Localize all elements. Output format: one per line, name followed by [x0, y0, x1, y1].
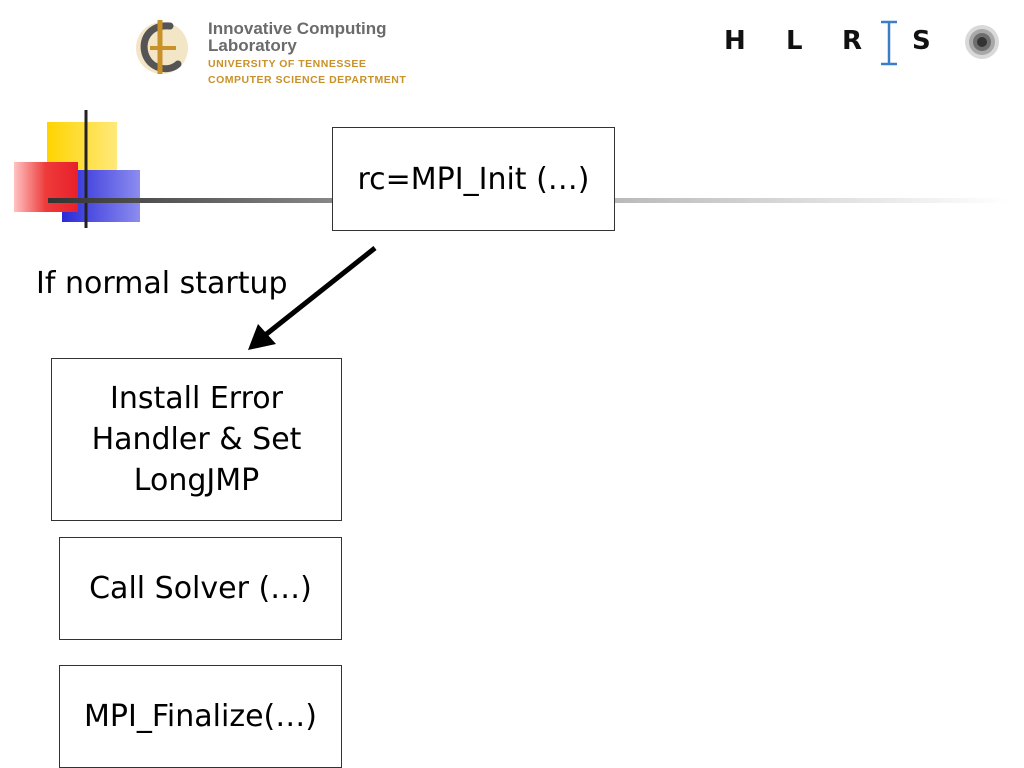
icl-logo: Innovative Computing Laboratory UNIVERSI…: [130, 14, 470, 85]
mpi-finalize-box: MPI_Finalize(…): [59, 665, 342, 768]
hlrs-logo: H L R S: [724, 18, 1004, 70]
hlrs-letter-s: S: [912, 26, 931, 56]
icl-university: UNIVERSITY OF TENNESSEE: [208, 58, 367, 70]
call-solver-text: Call Solver (…): [89, 571, 312, 606]
decor-red-square: [14, 162, 78, 212]
icl-emblem-icon: [136, 20, 188, 74]
hlrs-sunburst-icon: [965, 25, 999, 59]
hlrs-letter-h: H: [724, 26, 746, 56]
mpi-init-box: rc=MPI_Init (…): [332, 127, 615, 231]
handler-text-line3: LongJMP: [133, 463, 260, 498]
call-solver-box: Call Solver (…): [59, 537, 342, 640]
mpi-init-text: rc=MPI_Init (…): [357, 161, 590, 197]
mpi-finalize-text: MPI_Finalize(…): [84, 699, 317, 734]
install-error-handler-box: Install Error Handler & Set LongJMP: [51, 358, 342, 521]
hlrs-i-bar-icon: [881, 20, 897, 66]
flow-arrow: [248, 246, 377, 350]
handler-text-line2: Handler & Set: [91, 422, 302, 457]
hlrs-letter-l: L: [786, 26, 803, 56]
icl-name: Innovative Computing Laboratory: [208, 19, 387, 55]
normal-startup-label: If normal startup: [36, 266, 288, 301]
icl-department: COMPUTER SCIENCE DEPARTMENT: [208, 73, 407, 86]
hlrs-letter-r: R: [842, 26, 863, 56]
handler-text-line1: Install Error: [110, 381, 283, 416]
